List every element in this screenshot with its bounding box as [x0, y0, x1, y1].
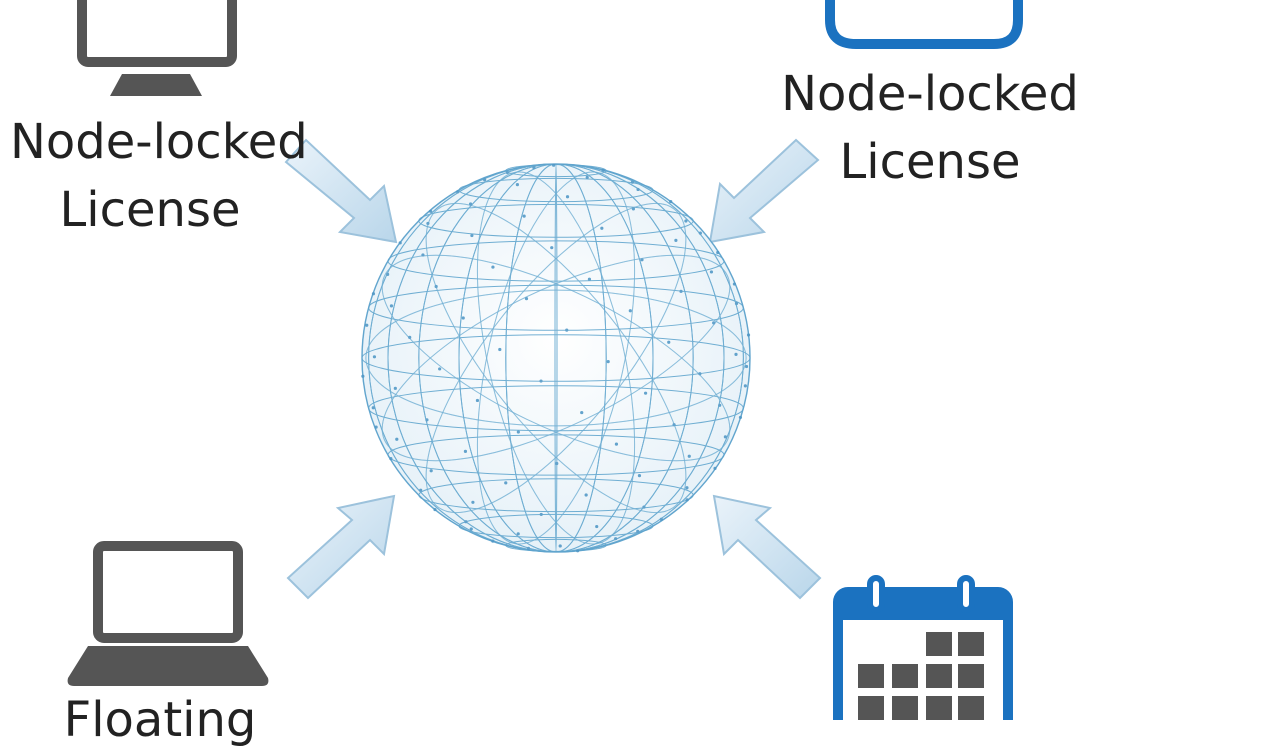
laptop-icon — [67, 541, 269, 686]
label-floating: Floating — [40, 686, 280, 754]
arrow-top-left — [284, 138, 398, 244]
label-node-locked-license-left: Node-locked License — [10, 108, 308, 244]
label-line: License — [59, 182, 241, 238]
arrow-bottom-right — [712, 494, 822, 600]
cloud-icon — [825, 0, 1023, 49]
label-line: Node-locked — [781, 66, 1079, 122]
label-line: Floating — [63, 692, 257, 748]
arrow-top-right — [708, 138, 820, 244]
label-line: Node-locked — [10, 114, 308, 170]
arrow-bottom-left — [286, 494, 396, 600]
monitor-icon — [77, 0, 237, 96]
label-node-locked-license-right: Node-locked License — [770, 60, 1090, 196]
label-line: License — [839, 134, 1021, 190]
globe-wireframe-icon — [361, 163, 751, 553]
calendar-icon — [833, 575, 1013, 720]
diagram-canvas — [67, 0, 1023, 720]
